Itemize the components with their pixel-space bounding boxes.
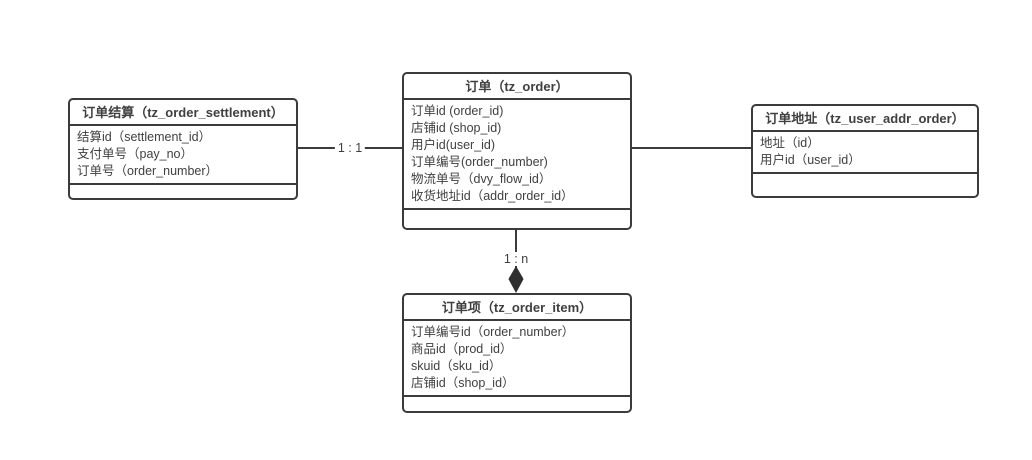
entity-fields: 地址（id） 用户id（user_id） xyxy=(753,132,977,172)
entity-field: 用户id（user_id） xyxy=(760,153,861,167)
entity-empty-compartment xyxy=(753,172,977,196)
entity-field: 订单号（order_number） xyxy=(77,164,219,178)
cardinality-label-1-1: 1 : 1 xyxy=(334,141,366,155)
entity-title: 订单（tz_order） xyxy=(404,74,630,100)
entity-empty-compartment xyxy=(404,395,630,411)
entity-field: 订单编号id（order_number） xyxy=(411,325,575,339)
entity-title: 订单项（tz_order_item） xyxy=(404,295,630,321)
entity-empty-compartment xyxy=(404,208,630,228)
entity-field: 店铺id（shop_id） xyxy=(411,376,515,390)
entity-field: 商品id（prod_id） xyxy=(411,342,513,356)
entity-order-settlement: 订单结算（tz_order_settlement） 结算id（settlemen… xyxy=(68,98,298,200)
entity-field: 地址（id） xyxy=(760,136,820,150)
entity-field: 订单编号(order_number) xyxy=(411,155,548,169)
entity-order-item: 订单项（tz_order_item） 订单编号id（order_number） … xyxy=(402,293,632,413)
diamond-arrowhead-icon xyxy=(508,266,524,294)
entity-field: 结算id（settlement_id） xyxy=(77,130,212,144)
entity-field: skuid（sku_id） xyxy=(411,359,502,373)
entity-field: 支付单号（pay_no） xyxy=(77,147,194,161)
entity-field: 物流单号（dvy_flow_id） xyxy=(411,172,552,186)
entity-field: 店铺id (shop_id) xyxy=(411,121,502,135)
entity-fields: 结算id（settlement_id） 支付单号（pay_no） 订单号（ord… xyxy=(70,126,296,183)
entity-title: 订单结算（tz_order_settlement） xyxy=(70,100,296,126)
entity-title: 订单地址（tz_user_addr_order） xyxy=(753,106,977,132)
cardinality-label-1-n: 1 : n xyxy=(500,252,532,266)
entity-empty-compartment xyxy=(70,183,296,199)
entity-fields: 订单id (order_id) 店铺id (shop_id) 用户id(user… xyxy=(404,100,630,208)
entity-fields: 订单编号id（order_number） 商品id（prod_id） skuid… xyxy=(404,321,630,395)
entity-field: 收货地址id（addr_order_id） xyxy=(411,189,574,203)
entity-field: 订单id (order_id) xyxy=(411,104,504,118)
entity-field: 用户id(user_id) xyxy=(411,138,496,152)
entity-user-addr-order: 订单地址（tz_user_addr_order） 地址（id） 用户id（use… xyxy=(751,104,979,198)
entity-order: 订单（tz_order） 订单id (order_id) 店铺id (shop_… xyxy=(402,72,632,230)
